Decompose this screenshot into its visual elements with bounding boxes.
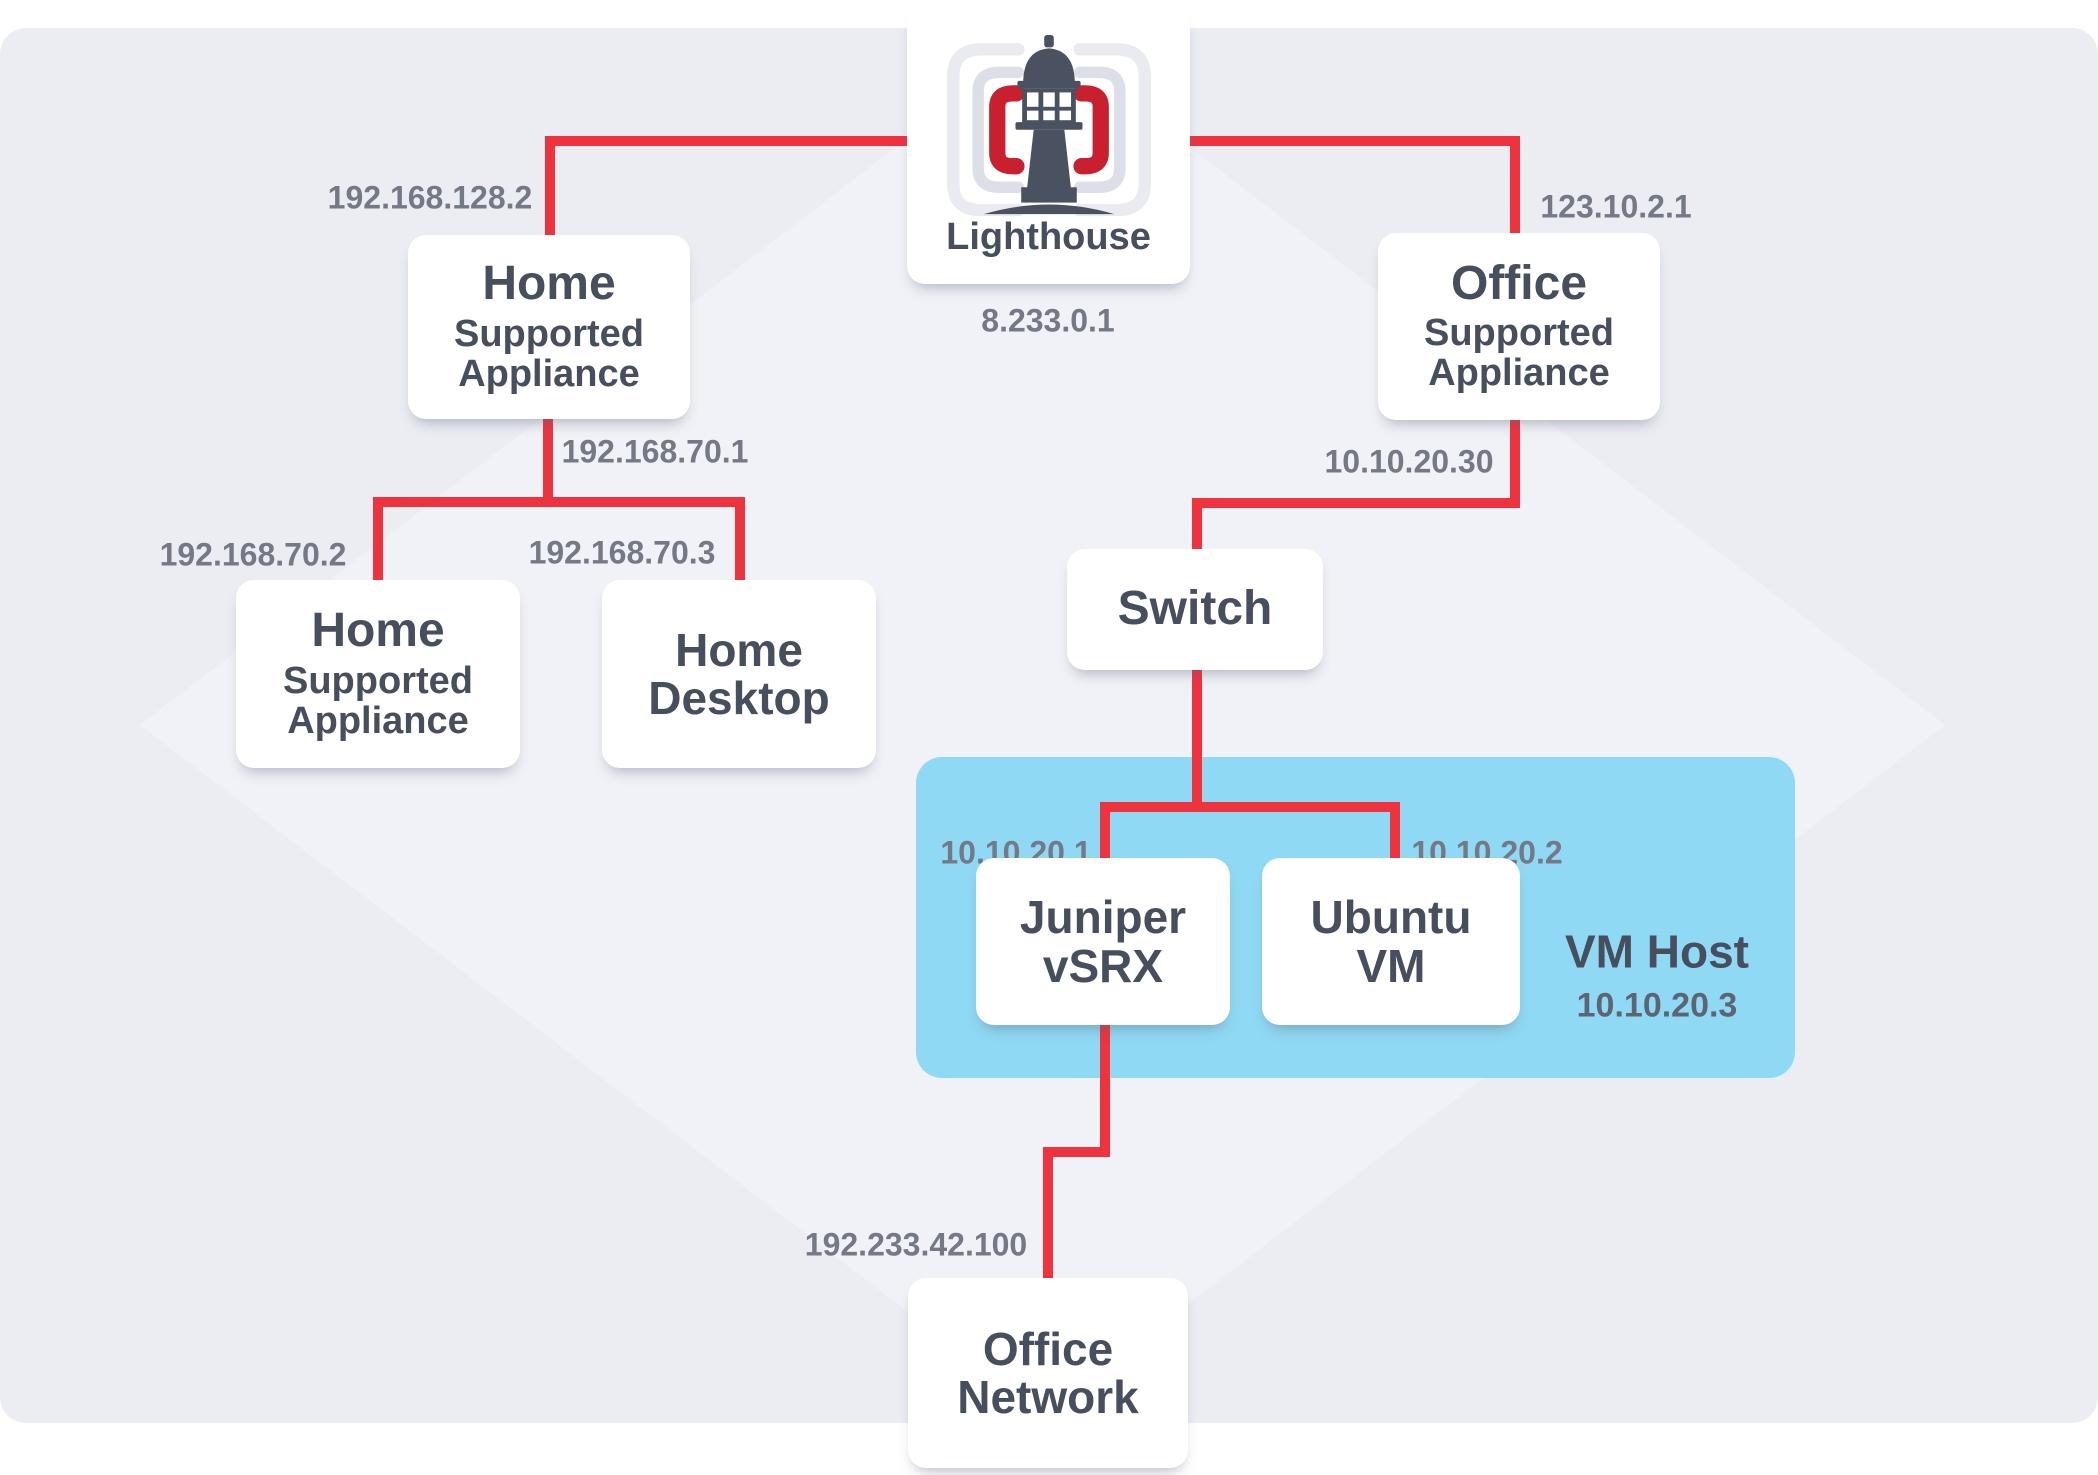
home-appliance-subtitle-2: Appliance bbox=[458, 352, 640, 395]
ubuntu-line-1: Ubuntu bbox=[1310, 891, 1472, 944]
ip-label-home-appliance: 192.168.128.2 bbox=[327, 179, 533, 216]
lighthouse-icon bbox=[946, 35, 1151, 217]
juniper-line-1: Juniper bbox=[1019, 891, 1187, 944]
node-juniper-vsrx: Juniper vSRX bbox=[976, 858, 1230, 1025]
edge-juniper-drop bbox=[1100, 802, 1110, 868]
ip-label-home-child: 192.168.70.2 bbox=[159, 536, 347, 573]
home-desktop-line-1: Home bbox=[675, 623, 803, 676]
ip-label-home-lan: 192.168.70.1 bbox=[561, 433, 749, 470]
node-home-appliance-child: Home Supported Appliance bbox=[236, 580, 520, 768]
ip-label-office-network: 192.233.42.100 bbox=[804, 1226, 1028, 1263]
home-appliance-subtitle-1: Supported bbox=[454, 312, 644, 355]
edge-home-child-drop bbox=[373, 497, 383, 590]
office-appliance-subtitle-1: Supported bbox=[1424, 312, 1614, 355]
ip-label-office-appliance: 123.10.2.1 bbox=[1540, 188, 1692, 225]
node-ubuntu-vm: Ubuntu VM bbox=[1262, 858, 1520, 1025]
node-lighthouse: Lighthouse bbox=[907, 8, 1190, 284]
edge-office-switch-horizontal bbox=[1192, 498, 1520, 508]
edge-lighthouse-home-horizontal bbox=[550, 136, 935, 146]
node-home-desktop: Home Desktop bbox=[602, 580, 876, 768]
office-appliance-title: Office bbox=[1450, 256, 1588, 310]
edge-juniper-officenet-vertical bbox=[1100, 1017, 1110, 1157]
vm-host-caption: VM Host 10.10.20.3 bbox=[1565, 925, 1749, 1026]
home-child-subtitle-2: Appliance bbox=[287, 699, 469, 742]
vm-host-title: VM Host bbox=[1565, 925, 1749, 978]
office-appliance-subtitle-2: Appliance bbox=[1428, 352, 1610, 395]
lighthouse-label: Lighthouse bbox=[946, 216, 1151, 259]
office-network-line-1: Office bbox=[982, 1322, 1114, 1375]
edge-switch-drop bbox=[1192, 498, 1202, 560]
ubuntu-line-2: VM bbox=[1356, 939, 1426, 992]
node-switch: Switch bbox=[1067, 549, 1323, 670]
edge-office-switch-stem bbox=[1510, 412, 1520, 508]
office-network-line-2: Network bbox=[957, 1371, 1139, 1423]
home-child-subtitle-1: Supported bbox=[283, 659, 473, 702]
edge-officenet-drop bbox=[1043, 1147, 1053, 1288]
home-child-title: Home bbox=[311, 604, 445, 658]
juniper-line-2: vSRX bbox=[1042, 939, 1164, 992]
edge-ubuntu-drop bbox=[1390, 802, 1400, 868]
edge-lighthouse-office-vertical bbox=[1510, 136, 1520, 245]
home-appliance-title: Home bbox=[482, 257, 616, 311]
edge-juniper-officenet-jog bbox=[1043, 1147, 1110, 1157]
edge-home-branch-horizontal bbox=[373, 497, 745, 507]
edge-home-desktop-drop bbox=[735, 497, 745, 590]
edge-lighthouse-home-vertical bbox=[545, 136, 555, 245]
ip-label-home-desktop: 192.168.70.3 bbox=[528, 534, 716, 571]
ip-label-lighthouse: 8.233.0.1 bbox=[981, 302, 1115, 339]
node-office-appliance: Office Supported Appliance bbox=[1378, 233, 1660, 420]
node-office-network: Office Network bbox=[908, 1278, 1188, 1468]
home-desktop-line-2: Desktop bbox=[648, 672, 830, 724]
edge-switch-vmhost-stem bbox=[1192, 662, 1202, 812]
vm-host-ip: 10.10.20.3 bbox=[1576, 986, 1738, 1025]
ip-label-switch-uplink: 10.10.20.30 bbox=[1324, 443, 1494, 480]
edge-lighthouse-office-horizontal bbox=[1160, 136, 1520, 146]
edge-home-branch-stem bbox=[543, 410, 553, 507]
edge-vm-branch-horizontal bbox=[1100, 802, 1400, 812]
node-home-appliance: Home Supported Appliance bbox=[408, 235, 690, 419]
switch-label: Switch bbox=[1117, 582, 1273, 636]
